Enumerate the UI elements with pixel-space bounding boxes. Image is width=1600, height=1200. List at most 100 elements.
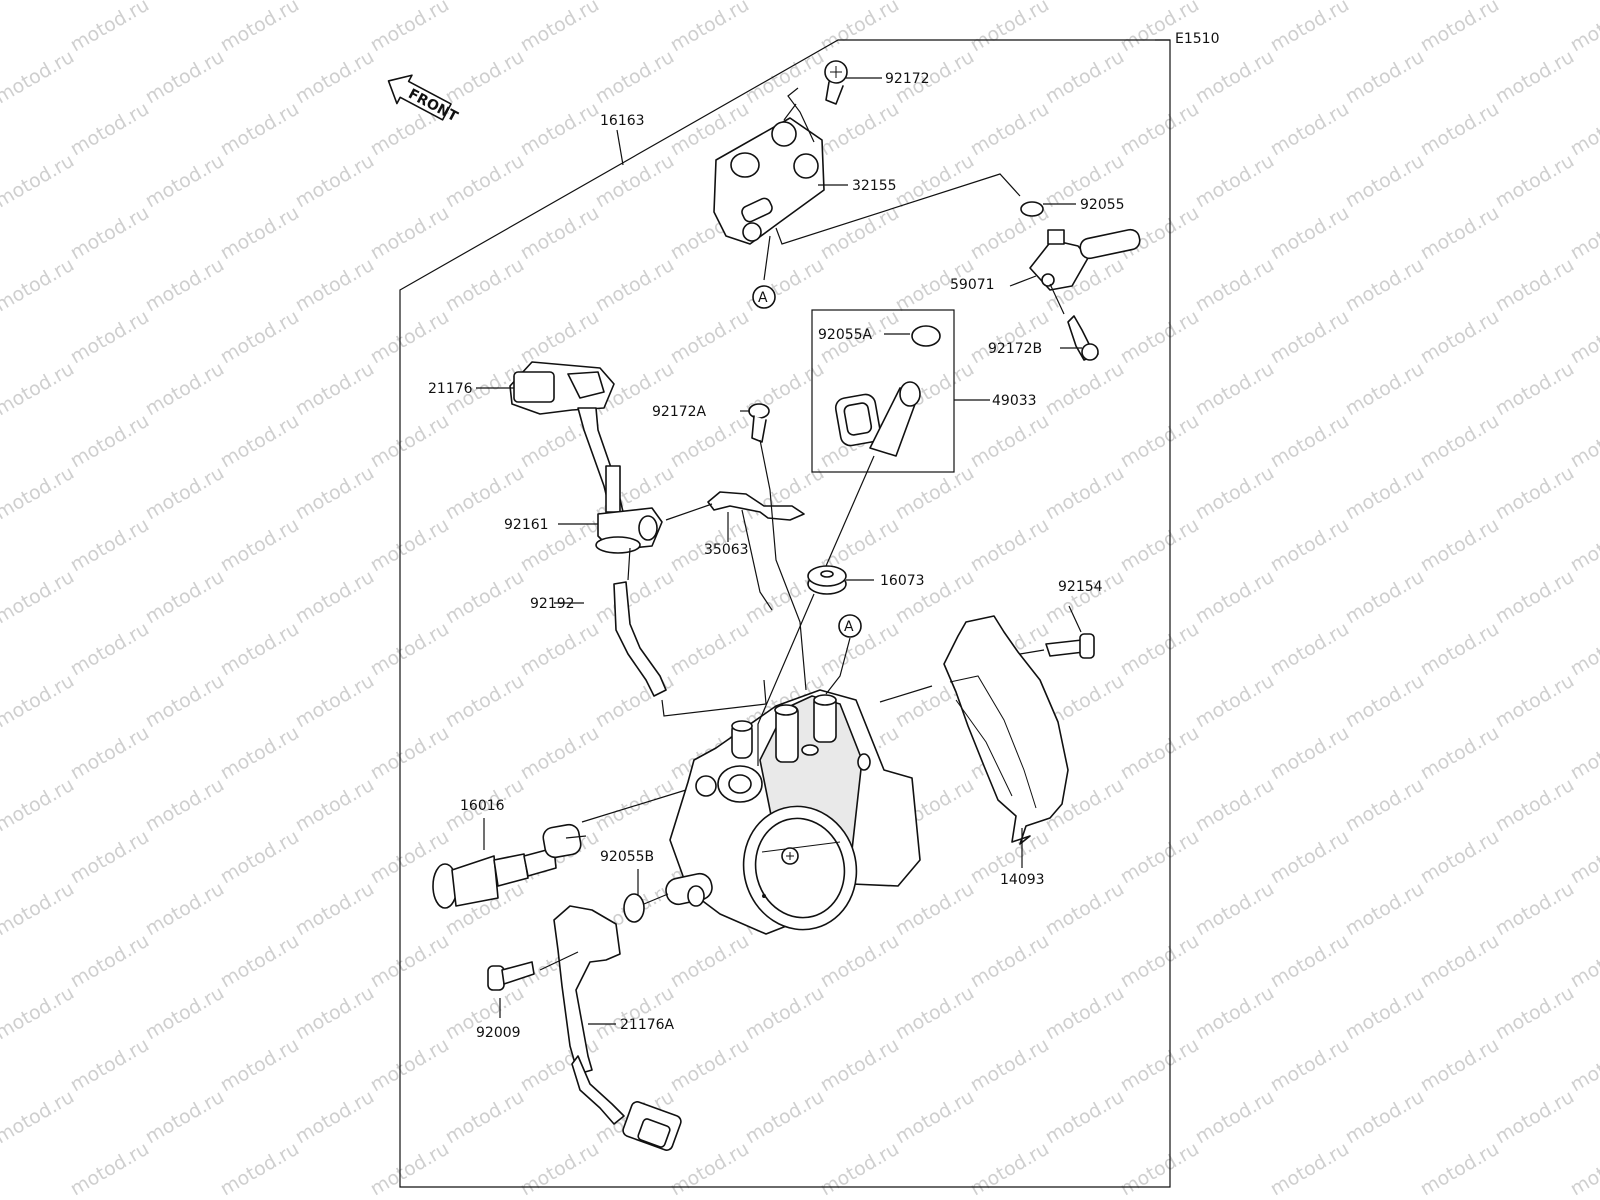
watermark-text: motod.ru bbox=[1342, 982, 1428, 1045]
watermark-text: motod.ru bbox=[67, 1034, 153, 1097]
label-92172B: 92172B bbox=[988, 341, 1042, 357]
label-92055: 92055 bbox=[1080, 197, 1125, 213]
watermark-text: motod.ru bbox=[1042, 566, 1128, 629]
watermark-text: motod.ru bbox=[292, 878, 378, 941]
watermark-text: motod.ru bbox=[1417, 930, 1503, 993]
part-throttle-body bbox=[665, 689, 921, 935]
watermark-text: motod.ru bbox=[817, 0, 903, 56]
watermark-text: motod.ru bbox=[1192, 46, 1278, 109]
watermark-text: motod.ru bbox=[217, 930, 303, 993]
label-16016: 16016 bbox=[460, 798, 505, 814]
watermark-text: motod.ru bbox=[667, 618, 753, 681]
watermark-text: motod.ru bbox=[967, 1034, 1053, 1097]
watermark-text: motod.ru bbox=[517, 306, 603, 369]
watermark-text: motod.ru bbox=[1042, 358, 1128, 421]
watermark-text: motod.ru bbox=[892, 0, 978, 4]
watermark-text: motod.ru bbox=[217, 722, 303, 785]
watermark-text: motod.ru bbox=[367, 202, 453, 265]
watermark-text: motod.ru bbox=[1117, 98, 1203, 161]
watermark-text: motod.ru bbox=[1042, 0, 1128, 4]
watermark-text: motod.ru bbox=[892, 1086, 978, 1149]
watermark-text: motod.ru bbox=[1492, 46, 1578, 109]
watermark-text: motod.ru bbox=[292, 1086, 378, 1149]
watermark-text: motod.ru bbox=[292, 0, 378, 4]
watermark-text: motod.ru bbox=[1192, 878, 1278, 941]
watermark-text: motod.ru bbox=[217, 618, 303, 681]
watermark-text: motod.ru bbox=[0, 1086, 78, 1149]
watermark-text: motod.ru bbox=[142, 358, 228, 421]
watermark-text: motod.ru bbox=[442, 1086, 528, 1149]
watermark-text: motod.ru bbox=[142, 150, 228, 213]
ref-mark-a-top: A bbox=[752, 285, 776, 309]
watermark-text: motod.ru bbox=[1192, 982, 1278, 1045]
watermark-text: motod.ru bbox=[217, 0, 303, 56]
watermark-text: motod.ru bbox=[217, 1138, 303, 1200]
watermark-text: motod.ru bbox=[292, 566, 378, 629]
watermark-text: motod.ru bbox=[1117, 410, 1203, 473]
part-21176A-sensor bbox=[553, 905, 682, 1151]
part-14093-cover bbox=[943, 615, 1069, 845]
watermark-text: motod.ru bbox=[1267, 826, 1353, 889]
watermark-text: motod.ru bbox=[1567, 410, 1600, 473]
label-32155: 32155 bbox=[852, 178, 897, 194]
watermark-text: motod.ru bbox=[0, 982, 78, 1045]
watermark-text: motod.ru bbox=[1267, 98, 1353, 161]
watermark-text: motod.ru bbox=[967, 410, 1053, 473]
label-92172: 92172 bbox=[885, 71, 930, 87]
watermark-text: motod.ru bbox=[292, 774, 378, 837]
watermark-text: motod.ru bbox=[592, 774, 678, 837]
leader-lines bbox=[476, 77, 1082, 1025]
label-92154: 92154 bbox=[1058, 579, 1103, 595]
watermark-text: motod.ru bbox=[67, 722, 153, 785]
watermark-text: motod.ru bbox=[517, 1138, 603, 1200]
watermark-text: motod.ru bbox=[442, 0, 528, 4]
watermark-text: motod.ru bbox=[1192, 670, 1278, 733]
watermark-text: motod.ru bbox=[367, 306, 453, 369]
watermark-text: motod.ru bbox=[367, 722, 453, 785]
watermark-text: motod.ru bbox=[1342, 1086, 1428, 1149]
watermark-text: motod.ru bbox=[292, 462, 378, 525]
part-59071-sensor bbox=[1029, 228, 1141, 291]
label-92172A: 92172A bbox=[652, 404, 707, 420]
watermark-text: motod.ru bbox=[1492, 1086, 1578, 1149]
watermark-text: motod.ru bbox=[217, 98, 303, 161]
watermark-text: motod.ru bbox=[592, 670, 678, 733]
watermark-text: motod.ru bbox=[292, 670, 378, 733]
watermark-text: motod.ru bbox=[1417, 826, 1503, 889]
watermark-text: motod.ru bbox=[442, 254, 528, 317]
watermark-text: motod.ru bbox=[1567, 514, 1600, 577]
watermark-text: motod.ru bbox=[1192, 774, 1278, 837]
label-21176: 21176 bbox=[428, 381, 473, 397]
part-92009-bolt bbox=[487, 961, 535, 991]
watermark-text: motod.ru bbox=[1192, 566, 1278, 629]
watermark-text: motod.ru bbox=[67, 1138, 153, 1200]
watermark-text: motod.ru bbox=[142, 878, 228, 941]
watermark-text: motod.ru bbox=[817, 930, 903, 993]
watermark-text: motod.ru bbox=[1567, 618, 1600, 681]
watermark-text: motod.ru bbox=[1117, 1138, 1203, 1200]
watermark-text: motod.ru bbox=[1342, 878, 1428, 941]
watermark-text: motod.ru bbox=[1267, 930, 1353, 993]
watermark-text: motod.ru bbox=[967, 0, 1053, 56]
part-92172-screw bbox=[824, 60, 848, 105]
watermark-text: motod.ru bbox=[1267, 202, 1353, 265]
part-49033-box bbox=[811, 309, 955, 473]
label-92192: 92192 bbox=[530, 596, 575, 612]
watermark-text: motod.ru bbox=[1492, 0, 1578, 4]
watermark-text: motod.ru bbox=[967, 930, 1053, 993]
watermark-text: motod.ru bbox=[667, 306, 753, 369]
watermark-text: motod.ru bbox=[667, 1034, 753, 1097]
label-16163: 16163 bbox=[600, 113, 645, 129]
watermark-text: motod.ru bbox=[0, 462, 78, 525]
watermark-text: motod.ru bbox=[742, 46, 828, 109]
watermark-text: motod.ru bbox=[1417, 618, 1503, 681]
watermark-text: motod.ru bbox=[217, 1034, 303, 1097]
part-92192-hose bbox=[613, 581, 667, 697]
watermark-text: motod.ru bbox=[1192, 462, 1278, 525]
svg-text:A: A bbox=[758, 290, 768, 306]
watermark-text: motod.ru bbox=[67, 618, 153, 681]
watermark-text: motod.ru bbox=[1342, 254, 1428, 317]
watermark-text: motod.ru bbox=[592, 150, 678, 213]
watermark-text: motod.ru bbox=[1492, 254, 1578, 317]
